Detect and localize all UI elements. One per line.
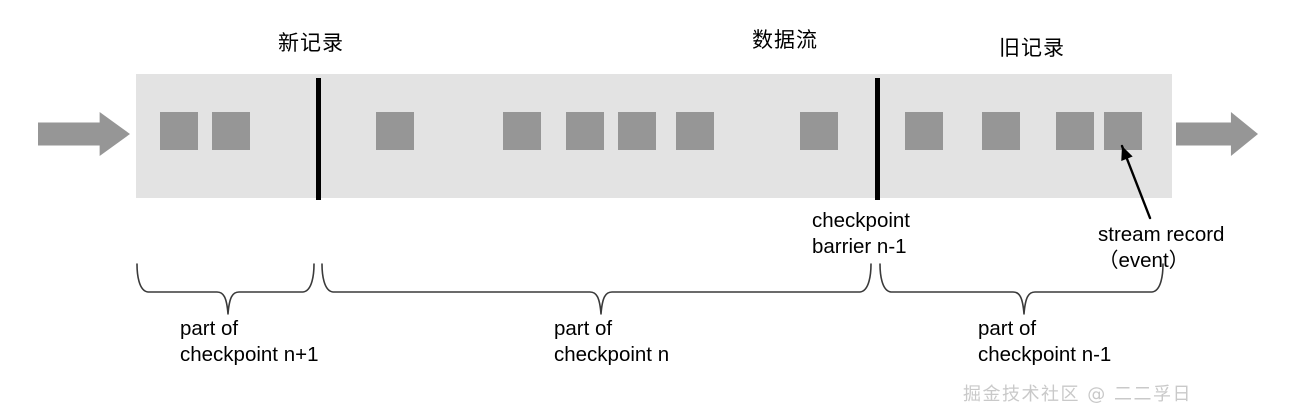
- stream-record-block: [503, 112, 541, 150]
- inflow-arrow-icon: [38, 112, 130, 156]
- stream-record-block: [618, 112, 656, 150]
- brace-checkpoint-n-plus-1: [136, 263, 315, 315]
- stream-record-block: [800, 112, 838, 150]
- stream-record-block: [982, 112, 1020, 150]
- brace-label-checkpoint-n-minus-1: part of checkpoint n-1: [978, 316, 1111, 368]
- stream-record-block: [1056, 112, 1094, 150]
- stream-record-block: [1104, 112, 1142, 150]
- stream-record-block: [160, 112, 198, 150]
- brace-label-1-line2: checkpoint n: [554, 343, 670, 367]
- watermark: 掘金技术社区 @ 二二孚日: [963, 384, 1192, 405]
- callout-barrier-line1: checkpoint: [812, 209, 911, 232]
- brace-label-checkpoint-n-plus-1: part of checkpoint n+1: [180, 316, 318, 368]
- brace-checkpoint-n: [321, 263, 872, 315]
- stream-record-block: [676, 112, 714, 150]
- outflow-arrow-icon: [1176, 112, 1258, 156]
- brace-label-2-line2: checkpoint n-1: [978, 343, 1112, 367]
- brace-label-1-line1: part of: [554, 317, 613, 340]
- callout-barrier-line2: barrier n-1: [812, 235, 907, 259]
- checkpoint-barrier-n-1: [875, 78, 880, 200]
- brace-label-0-line1: part of: [180, 317, 239, 340]
- stream-record-block: [566, 112, 604, 150]
- stream-record-block: [376, 112, 414, 150]
- brace-label-checkpoint-n: part of checkpoint n: [554, 316, 669, 368]
- label-new-records: 新记录: [278, 31, 344, 55]
- brace-label-2-line1: part of: [978, 317, 1037, 340]
- stream-record-block: [212, 112, 250, 150]
- stream-record-pointer-head: [1121, 146, 1133, 161]
- callout-record-line2: （event）: [1098, 249, 1190, 273]
- brace-checkpoint-n-minus-1: [879, 263, 1164, 315]
- stream-record-block: [905, 112, 943, 150]
- callout-stream-record: stream record （event）: [1098, 222, 1224, 274]
- brace-label-0-line2: checkpoint n+1: [180, 343, 319, 367]
- callout-checkpoint-barrier: checkpoint barrier n-1: [812, 208, 910, 260]
- label-old-records: 旧记录: [999, 36, 1065, 60]
- checkpoint-barrier-n: [316, 78, 321, 200]
- callout-record-line1: stream record: [1098, 223, 1225, 246]
- label-data-stream: 数据流: [752, 28, 818, 52]
